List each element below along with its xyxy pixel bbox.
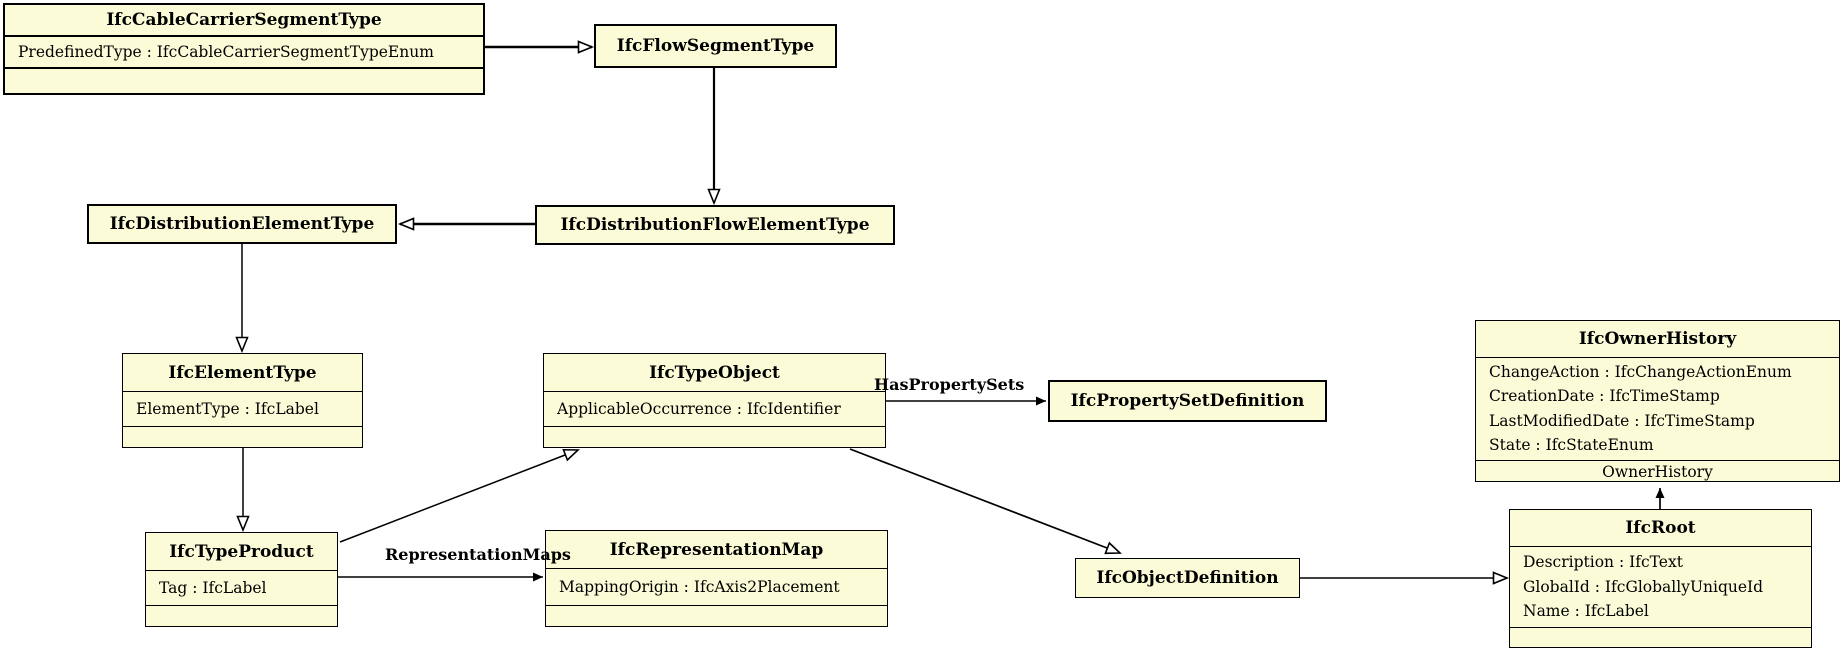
- class-title: IfcOwnerHistory: [1578, 329, 1737, 349]
- class-attribute: ChangeAction : IfcChangeActionEnum: [1489, 363, 1792, 381]
- class-box-ifcrepresentationmap[interactable]: IfcRepresentationMap MappingOrigin : Ifc…: [545, 530, 888, 627]
- class-attribute: State : IfcStateEnum: [1489, 436, 1654, 455]
- class-title: IfcFlowSegmentType: [616, 36, 815, 56]
- class-title: IfcDistributionFlowElementType: [560, 215, 870, 235]
- generalization-typeproduct-to-typeobject: [339, 448, 580, 543]
- class-attribute: CreationDate : IfcTimeStamp: [1489, 387, 1720, 406]
- edge-label-haspropertysets: HasPropertySets: [874, 375, 1025, 394]
- class-box-ifcelementtype[interactable]: IfcElementType ElementType : IfcLabel: [122, 353, 363, 448]
- class-attributes: MappingOrigin : IfcAxis2Placement: [546, 568, 887, 605]
- class-attribute: LastModifiedDate : IfcTimeStamp: [1489, 411, 1755, 430]
- class-title: IfcPropertySetDefinition: [1070, 391, 1305, 411]
- class-attribute: PredefinedType : IfcCableCarrierSegmentT…: [18, 42, 434, 61]
- class-attributes: ChangeAction : IfcChangeActionEnum Creat…: [1476, 357, 1839, 460]
- class-box-ifcdistributionflowelementtype[interactable]: IfcDistributionFlowElementType: [535, 205, 895, 245]
- class-attribute: Name : IfcLabel: [1523, 602, 1649, 621]
- class-attributes: PredefinedType : IfcCableCarrierSegmentT…: [5, 35, 483, 67]
- operations-compartment: [146, 605, 337, 626]
- class-title: IfcDistributionElementType: [109, 214, 375, 234]
- class-box-ifcflowsegmenttype[interactable]: IfcFlowSegmentType: [594, 24, 837, 68]
- class-attributes: Tag : IfcLabel: [146, 570, 337, 605]
- class-title: IfcTypeProduct: [169, 541, 314, 562]
- class-title: IfcCableCarrierSegmentType: [106, 10, 382, 30]
- class-attribute: GlobalId : IfcGloballyUniqueId: [1523, 577, 1764, 596]
- class-box-ifccablecarriersegmenttype[interactable]: IfcCableCarrierSegmentType PredefinedTyp…: [3, 3, 485, 95]
- operations-compartment: [1510, 627, 1811, 647]
- class-attributes: ElementType : IfcLabel: [123, 391, 362, 426]
- class-title: IfcTypeObject: [649, 362, 780, 383]
- operations-compartment: [546, 605, 887, 626]
- class-title: IfcRoot: [1625, 518, 1696, 538]
- class-title: IfcObjectDefinition: [1096, 568, 1279, 588]
- class-attribute: ApplicableOccurrence : IfcIdentifier: [557, 399, 841, 418]
- class-attributes: Description : IfcText GlobalId : IfcGlob…: [1510, 546, 1811, 627]
- class-box-ifctypeproduct[interactable]: IfcTypeProduct Tag : IfcLabel: [145, 532, 338, 627]
- operations-compartment: [123, 426, 362, 447]
- operations-compartment: [5, 67, 483, 93]
- class-box-ifcobjectdefinition[interactable]: IfcObjectDefinition: [1075, 558, 1300, 598]
- class-box-ifctypeobject[interactable]: IfcTypeObject ApplicableOccurrence : Ifc…: [543, 353, 886, 448]
- class-attributes: ApplicableOccurrence : IfcIdentifier: [544, 391, 885, 426]
- class-box-ifcownerhistory[interactable]: IfcOwnerHistory ChangeAction : IfcChange…: [1475, 320, 1840, 482]
- generalization-typeobject-to-objectdefinition: [849, 448, 1122, 555]
- class-box-ifcpropertysetdefinition[interactable]: IfcPropertySetDefinition: [1048, 380, 1327, 422]
- class-attribute: Description : IfcText: [1523, 552, 1683, 571]
- class-box-ifcdistributionelementtype[interactable]: IfcDistributionElementType: [87, 204, 397, 244]
- class-attribute: Tag : IfcLabel: [159, 578, 267, 597]
- class-box-ifcroot[interactable]: IfcRoot Description : IfcText GlobalId :…: [1509, 509, 1812, 648]
- class-title: IfcElementType: [168, 362, 317, 383]
- operations-compartment: [544, 426, 885, 447]
- class-attribute: ElementType : IfcLabel: [136, 399, 319, 418]
- class-attribute: MappingOrigin : IfcAxis2Placement: [559, 577, 840, 596]
- edge-label-representationmaps: RepresentationMaps: [385, 545, 571, 564]
- association-role-label: OwnerHistory: [1476, 459, 1839, 484]
- class-title: IfcRepresentationMap: [609, 539, 824, 560]
